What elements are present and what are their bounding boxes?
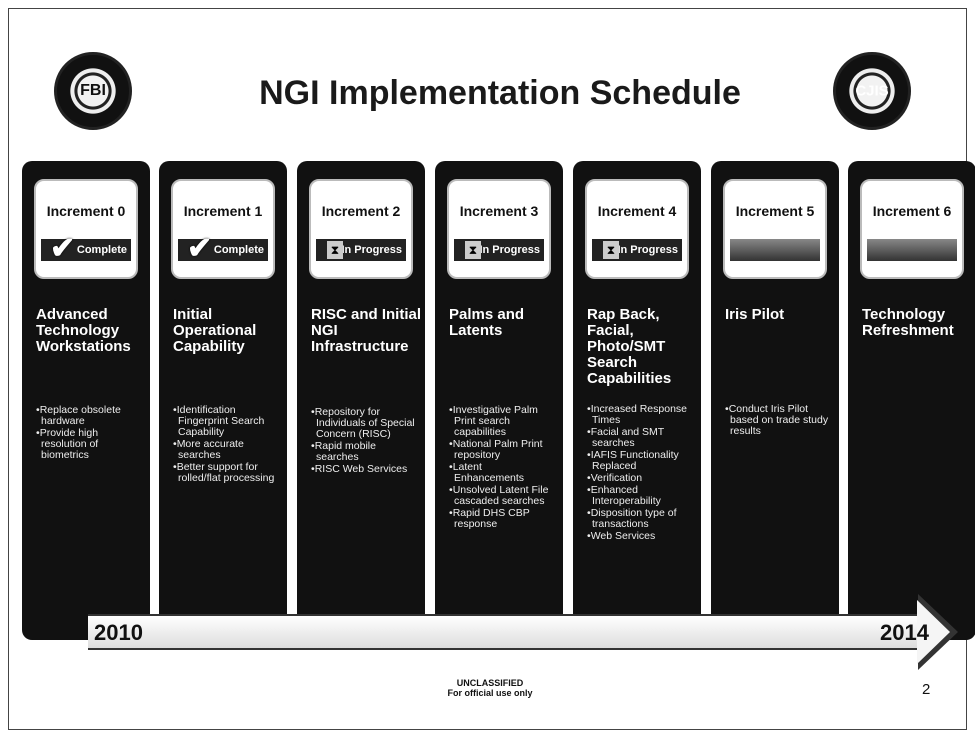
increment-column: Increment 6 Technology Refreshment bbox=[848, 161, 975, 640]
hourglass-icon: ⧗ bbox=[465, 241, 481, 259]
bullet-item: Disposition type of transactions bbox=[587, 508, 691, 530]
increment-column: Increment 1 Complete✔ Initial Operational … bbox=[159, 161, 287, 640]
increment-card: Increment 5 bbox=[723, 179, 827, 279]
checkmark-icon: ✔ bbox=[50, 232, 76, 265]
increment-card: Increment 1 Complete✔ bbox=[171, 179, 275, 279]
increment-label: Increment 1 bbox=[183, 203, 263, 219]
increment-name: Technology Refreshment bbox=[862, 306, 954, 339]
timeline-start-year: 2010 bbox=[94, 620, 143, 645]
increment-column: Increment 0 Complete✔ Advanced Technology … bbox=[22, 161, 150, 640]
bullet-item: Provide high resolution of biometrics bbox=[36, 428, 140, 461]
status-badge bbox=[867, 239, 957, 261]
bullet-item: Repository for Individuals of Special Co… bbox=[311, 407, 415, 440]
increment-label: Increment 2 bbox=[321, 203, 401, 219]
increment-label: Increment 3 bbox=[459, 203, 539, 219]
increment-name: RISC and Initial NGI Infrastructure bbox=[311, 306, 422, 355]
increment-card: Increment 0 Complete✔ bbox=[34, 179, 138, 279]
bullet-item: Better support for rolled/flat processin… bbox=[173, 462, 277, 484]
increment-name: Iris Pilot bbox=[725, 306, 785, 323]
bullet-item: Increased Response Times bbox=[587, 404, 691, 426]
checkmark-icon: ✔ bbox=[187, 232, 213, 265]
bullet-item: Replace obsolete hardware bbox=[36, 405, 140, 427]
timeline-end-year: 2014 bbox=[880, 620, 929, 645]
status-badge: Complete bbox=[178, 239, 268, 261]
cjis-seal-text: CJIS bbox=[855, 82, 889, 100]
bullet-item: IAFIS Functionality Replaced bbox=[587, 450, 691, 472]
bullet-item: Rapid mobile searches bbox=[311, 441, 415, 463]
bullet-item: Conduct Iris Pilot based on trade study … bbox=[725, 404, 829, 437]
increment-bullets: Investigative Palm Print search capabili… bbox=[449, 405, 553, 531]
bullet-item: RISC Web Services bbox=[311, 464, 415, 475]
bullet-item: Identification Fingerprint Search Capabi… bbox=[173, 405, 277, 438]
increment-bullets: Replace obsolete hardwareProvide high re… bbox=[36, 405, 140, 462]
page-number: 2 bbox=[922, 681, 931, 698]
hourglass-icon: ⧗ bbox=[327, 241, 343, 259]
bullet-item: Verification bbox=[587, 473, 691, 484]
increment-label: Increment 5 bbox=[735, 203, 815, 219]
fbi-seal-text: FBI bbox=[80, 82, 106, 99]
increment-label: Increment 4 bbox=[597, 203, 677, 219]
bullet-item: Latent Enhancements bbox=[449, 462, 553, 484]
bullet-item: Unsolved Latent File cascaded searches bbox=[449, 485, 553, 507]
timeline-arrow-head-fill bbox=[917, 600, 950, 664]
increment-bullets: Repository for Individuals of Special Co… bbox=[311, 407, 415, 476]
bullet-item: Rapid DHS CBP response bbox=[449, 508, 553, 530]
increment-bullets: Identification Fingerprint Search Capabi… bbox=[173, 405, 277, 485]
increment-name: Rap Back, Facial, Photo/SMT Search Capab… bbox=[587, 306, 672, 387]
bullet-item: More accurate searches bbox=[173, 439, 277, 461]
increment-label: Increment 0 bbox=[46, 203, 126, 219]
timeline-arrow bbox=[88, 614, 923, 650]
usage-note: For official use only bbox=[447, 688, 533, 698]
fbi-seal-logo: FBI bbox=[54, 52, 132, 130]
classification-footer: UNCLASSIFIED For official use only bbox=[400, 678, 580, 698]
increment-card: Increment 6 bbox=[860, 179, 964, 279]
status-badge: Complete bbox=[41, 239, 131, 261]
page-title: NGI Implementation Schedule bbox=[259, 74, 741, 112]
status-badge bbox=[730, 239, 820, 261]
increment-bullets: Conduct Iris Pilot based on trade study … bbox=[725, 404, 829, 438]
increment-name: Initial Operational Capability bbox=[173, 306, 257, 355]
bullet-item: Investigative Palm Print search capabili… bbox=[449, 405, 553, 438]
cjis-seal-logo: CJIS bbox=[833, 52, 911, 130]
increment-column: Increment 5 Iris PilotConduct Iris Pilot … bbox=[711, 161, 839, 640]
increment-label: Increment 6 bbox=[872, 203, 952, 219]
bullet-item: Facial and SMT searches bbox=[587, 427, 691, 449]
bullet-item: National Palm Print repository bbox=[449, 439, 553, 461]
hourglass-icon: ⧗ bbox=[603, 241, 619, 259]
bullet-item: Enhanced Interoperability bbox=[587, 485, 691, 507]
increment-name: Advanced Technology Workstations bbox=[36, 306, 131, 355]
bullet-item: Web Services bbox=[587, 531, 691, 542]
classification-label: UNCLASSIFIED bbox=[456, 678, 524, 688]
increment-name: Palms and Latents bbox=[449, 306, 525, 339]
increment-bullets: Increased Response TimesFacial and SMT s… bbox=[587, 404, 691, 543]
